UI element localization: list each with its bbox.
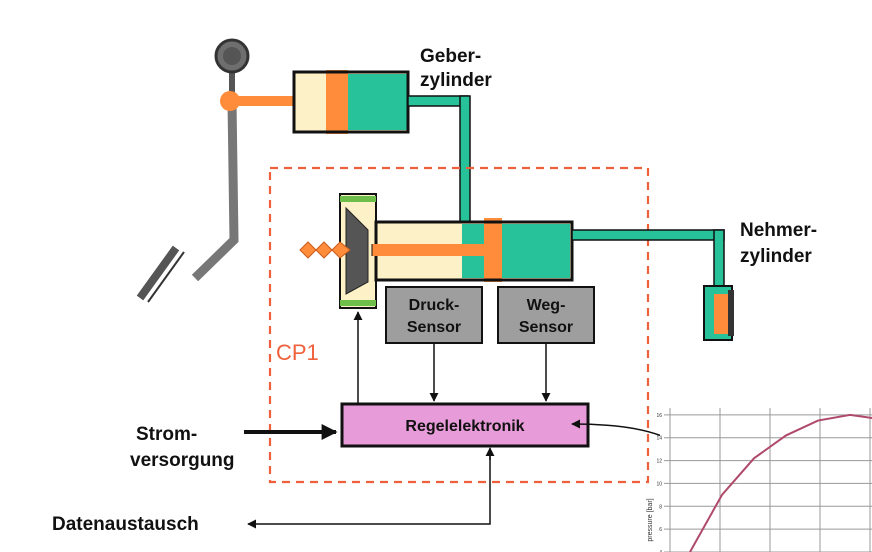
- nehmerzylinder-label-1: Nehmer-: [740, 220, 817, 241]
- chart-y-tick: 4: [659, 550, 662, 552]
- cp1-label: CP1: [276, 340, 319, 365]
- chart-y-tick: 8: [659, 504, 662, 510]
- pressure-chart: 16 14 12 10 8 6 4 pressure [bar]: [647, 408, 872, 552]
- stromversorgung-label-1: Strom-: [136, 424, 197, 445]
- weg-sensor-label-2: Sensor: [519, 319, 573, 336]
- druck-sensor-label-2: Sensor: [407, 319, 461, 336]
- data-exchange-arrow: [247, 452, 491, 529]
- chart-series: [689, 413, 872, 552]
- pedal-joint: [220, 91, 240, 111]
- weg-sensor-label-1: Weg-: [527, 297, 566, 314]
- nehmerzylinder-label-2: zylinder: [740, 246, 812, 267]
- weg-sensor-box: Weg- Sensor: [497, 286, 595, 344]
- druck-sensor-label-1: Druck-: [409, 297, 460, 314]
- chart-y-label: pressure [bar]: [647, 498, 654, 541]
- pushrod: [238, 96, 294, 106]
- hydraulic-line: [571, 229, 725, 291]
- stromversorgung-label-2: versorgung: [130, 450, 235, 471]
- cp1-boundary: [268, 166, 650, 484]
- chart-grid: [664, 408, 872, 552]
- slave-cylinder: [703, 285, 734, 341]
- actuator-cylinder: [299, 193, 574, 309]
- brake-pedal: [136, 38, 294, 303]
- pressure-curve: [689, 413, 872, 552]
- pedal-footplate: [136, 245, 180, 301]
- chart-y-tick: 10: [656, 481, 662, 487]
- chart-y-tick: 14: [656, 436, 662, 442]
- chart-y-tick: 6: [659, 527, 662, 533]
- druck-sensor-box: Druck- Sensor: [385, 286, 483, 344]
- master-cylinder: [292, 70, 471, 225]
- geberzylinder-label-2: zylinder: [420, 70, 492, 91]
- chart-y-tick: 16: [656, 413, 662, 419]
- regelelektronik-box: Regelelektronik: [340, 402, 590, 448]
- regelelektronik-label: Regelelektronik: [405, 418, 524, 435]
- geberzylinder-label-1: Geber-: [420, 46, 481, 67]
- chart-ticks: 16 14 12 10 8 6 4: [656, 413, 662, 552]
- chart-y-tick: 12: [656, 459, 662, 465]
- datenaustausch-label: Datenaustausch: [52, 514, 199, 535]
